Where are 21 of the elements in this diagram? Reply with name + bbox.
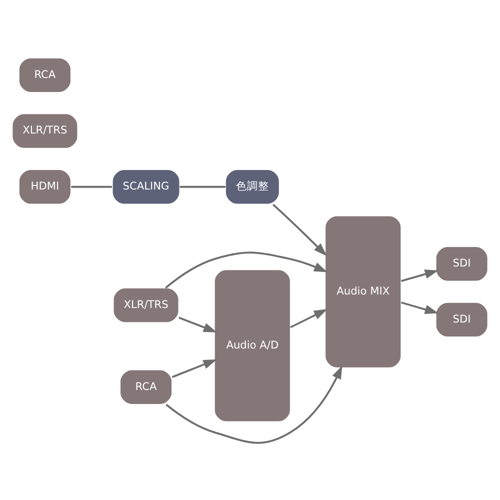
arrow: [178, 316, 217, 332]
node-box: RCA: [18, 56, 72, 92]
node-box: SDI: [435, 301, 488, 338]
arrow: [165, 251, 328, 288]
node-box: XLR/TRS: [12, 112, 78, 148]
node-box: HDMI: [18, 168, 72, 204]
arrow: [272, 203, 327, 256]
node-box: Audio MIX: [324, 214, 402, 368]
arrow: [400, 301, 438, 314]
node-box: SDI: [435, 246, 488, 282]
arrow: [290, 308, 328, 328]
node-box: XLR/TRS: [112, 286, 180, 323]
node-box: SCALING: [112, 168, 180, 204]
node-box: RCA: [120, 368, 172, 404]
arrow: [166, 364, 342, 444]
node-box: Audio A/D: [214, 268, 291, 422]
connector: [71, 185, 112, 188]
node-box: 色調整: [224, 168, 280, 204]
arrow: [172, 358, 217, 378]
connector: [180, 185, 226, 188]
arrow: [400, 269, 438, 282]
